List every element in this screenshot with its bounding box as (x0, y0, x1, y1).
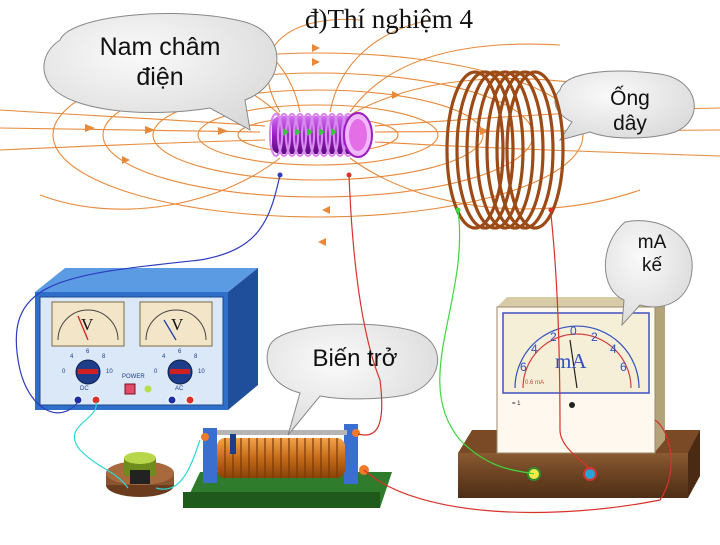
milliammeter (458, 297, 700, 498)
switch (106, 452, 174, 497)
callout-milliammeter (604, 220, 693, 327)
left-meter-unit: V (81, 315, 94, 334)
callout-electromagnet-line1: Nam châm (99, 33, 221, 61)
knob-right-label-0: 0 (154, 369, 158, 375)
wire-ends (277, 172, 554, 213)
knob-left-label-8: 8 (102, 354, 106, 360)
scale-label-4-right: 4 (610, 342, 617, 356)
callout-electromagnet-label: Nam châm điện (55, 32, 265, 92)
dc-label: DC (80, 386, 89, 392)
callout-electromagnet (43, 13, 278, 131)
ac-label: AC (175, 386, 184, 392)
scale-label-6-right: 6 (620, 360, 627, 374)
power-supply (35, 268, 258, 410)
callout-milliammeter-label: mA kế (622, 232, 682, 278)
scale-label-0: 0 (570, 324, 577, 338)
callout-coil-label: Ống dây (580, 86, 680, 136)
knob-left-label-4: 4 (70, 354, 74, 360)
callout-coil-line1: Ống (610, 87, 650, 110)
right-meter-unit: V (171, 315, 184, 334)
callout-rheostat (266, 323, 438, 436)
callout-milliammeter-line1: mA (637, 232, 667, 253)
wires (15, 174, 672, 514)
scale-label-2-left: 2 (550, 330, 557, 344)
knob-right-label-4: 4 (162, 354, 166, 360)
milliammeter-range: 0.6 mA (525, 380, 545, 386)
knob-right-label-6: 6 (178, 349, 182, 355)
callout-coil-line2: dây (613, 112, 647, 136)
knob-left-label-6: 6 (86, 349, 90, 355)
scale-label-6-left: 6 (520, 360, 527, 374)
electromagnet (268, 112, 373, 158)
scale-label-2-right: 2 (591, 330, 598, 344)
callout-rheostat-label: Biến trở (312, 345, 398, 372)
callout-coil (554, 70, 695, 141)
callout-milliammeter-line2: kế (641, 254, 663, 276)
coil (445, 70, 565, 230)
milliammeter-unit: mA (555, 349, 587, 373)
callout-electromagnet-line2: điện (136, 63, 184, 91)
milliammeter-bottom-label: = 1 (512, 401, 521, 407)
knob-right-label-8: 8 (194, 354, 198, 360)
rheostat (183, 424, 392, 508)
experiment-title: đ)Thí nghiệm 4 (305, 4, 473, 34)
knob-left-label-0: 0 (62, 369, 66, 375)
knob-right-label-10: 10 (198, 369, 205, 375)
scale-label-4-left: 4 (531, 342, 538, 356)
knob-left-label-10: 10 (106, 369, 113, 375)
power-label: POWER (122, 374, 145, 380)
milliammeter-scale: 6 4 2 0 2 4 6 (510, 322, 650, 382)
